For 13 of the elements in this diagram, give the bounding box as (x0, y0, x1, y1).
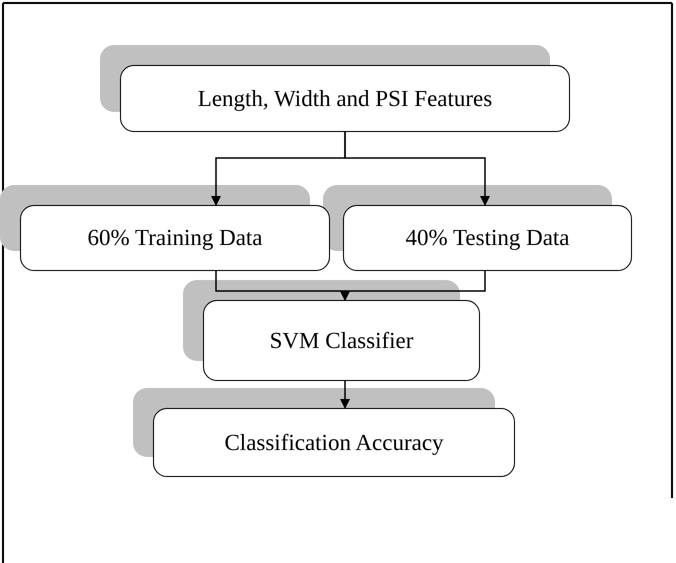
arrow (344, 132, 490, 206)
arrow (340, 381, 350, 409)
process-box (343, 205, 632, 271)
process-box (203, 300, 480, 381)
box-label: Classification Accuracy (224, 430, 444, 456)
box-label: Length, Width and PSI Features (198, 86, 492, 112)
process-box (20, 205, 330, 271)
box-label: SVM Classifier (270, 328, 414, 354)
box-label: 60% Training Data (87, 225, 263, 251)
process-box (120, 65, 570, 132)
box-label: 40% Testing Data (405, 225, 570, 251)
arrow (340, 271, 486, 301)
process-box (153, 408, 515, 477)
